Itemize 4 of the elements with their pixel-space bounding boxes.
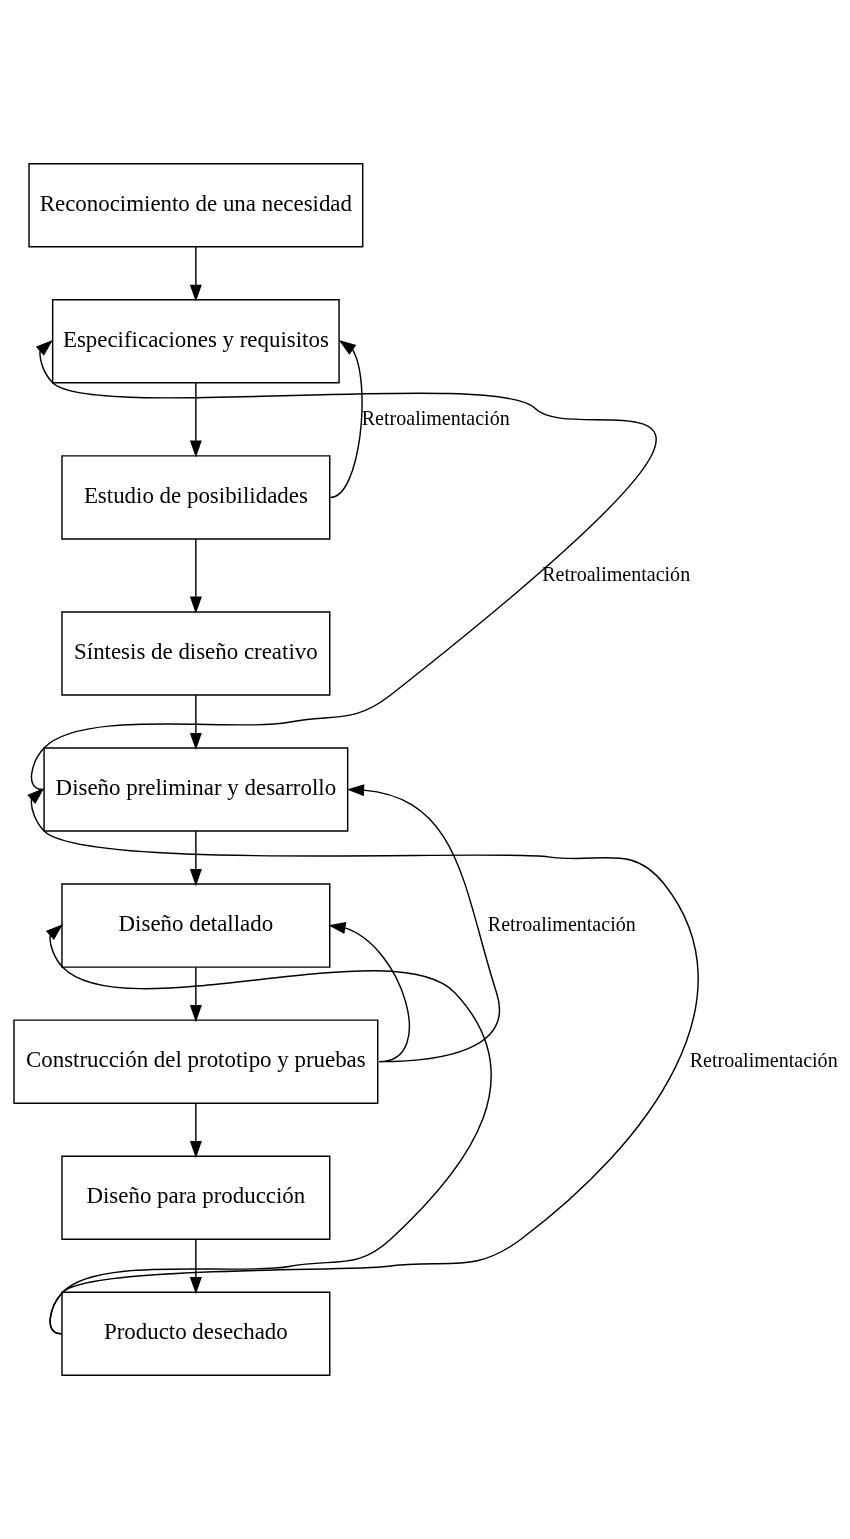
edge-label: Retroalimentación	[487, 912, 636, 935]
edge-label: Retroalimentación	[689, 1048, 838, 1071]
edge-label: Retroalimentación	[542, 562, 691, 585]
edge-label: Retroalimentación	[361, 406, 510, 429]
